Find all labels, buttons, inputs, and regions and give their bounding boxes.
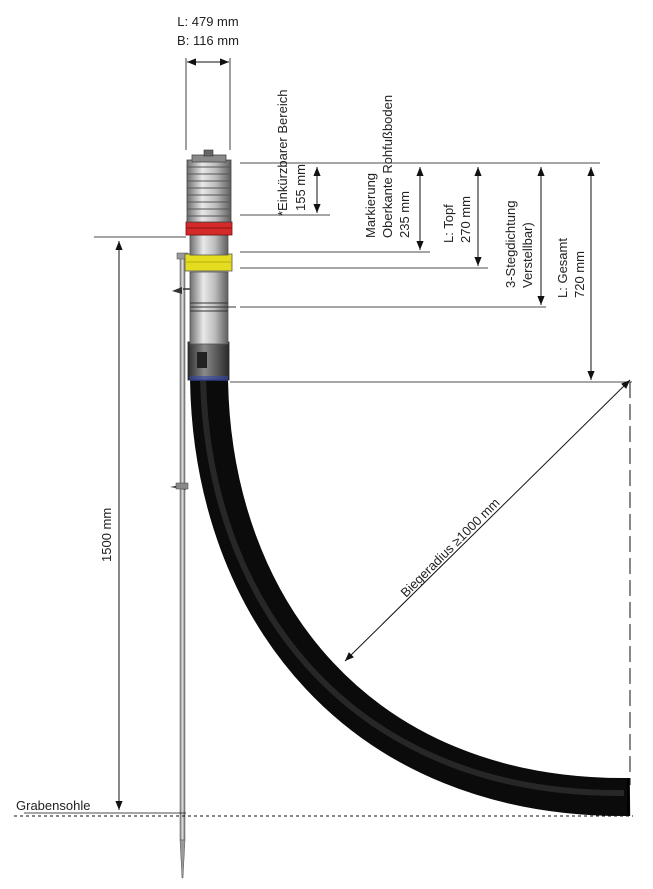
- height-label: 1500 mm: [99, 508, 114, 562]
- shortenable-value: 155 mm: [293, 164, 308, 211]
- shortenable-label: *Einkürzbarer Bereich: [275, 90, 290, 216]
- marking-value: 235 mm: [397, 191, 412, 238]
- seal-label-line1: 3-Stegdichtung: [503, 201, 518, 288]
- flexible-hose: [190, 373, 631, 817]
- width-label: B: 116 mm: [177, 33, 239, 48]
- dimension-lines: [14, 162, 633, 817]
- seal-label-line2: Verstellbar): [520, 222, 535, 288]
- total-length-value: 720 mm: [572, 251, 587, 298]
- marking-label-line1: Markierung: [363, 173, 378, 238]
- rotated-labels: *Einkürzbarer Bereich 155 mm Markierung …: [16, 90, 587, 813]
- marking-label-line2: Oberkante Rohfußboden: [380, 95, 395, 238]
- length-label: L: 479 mm: [177, 14, 238, 29]
- pot-length-value: 270 mm: [458, 196, 473, 243]
- trench-bottom-label: Grabensohle: [16, 798, 90, 813]
- width-dimension: L: 479 mm B: 116 mm: [177, 14, 239, 150]
- ground-stake: [170, 252, 190, 879]
- pot-length-label: L: Topf: [441, 204, 456, 243]
- socket-body: [184, 149, 236, 381]
- total-length-label: L: Gesamt: [555, 238, 570, 298]
- bend-radius-label: Biegeradius ≥1000 mm: [398, 495, 503, 600]
